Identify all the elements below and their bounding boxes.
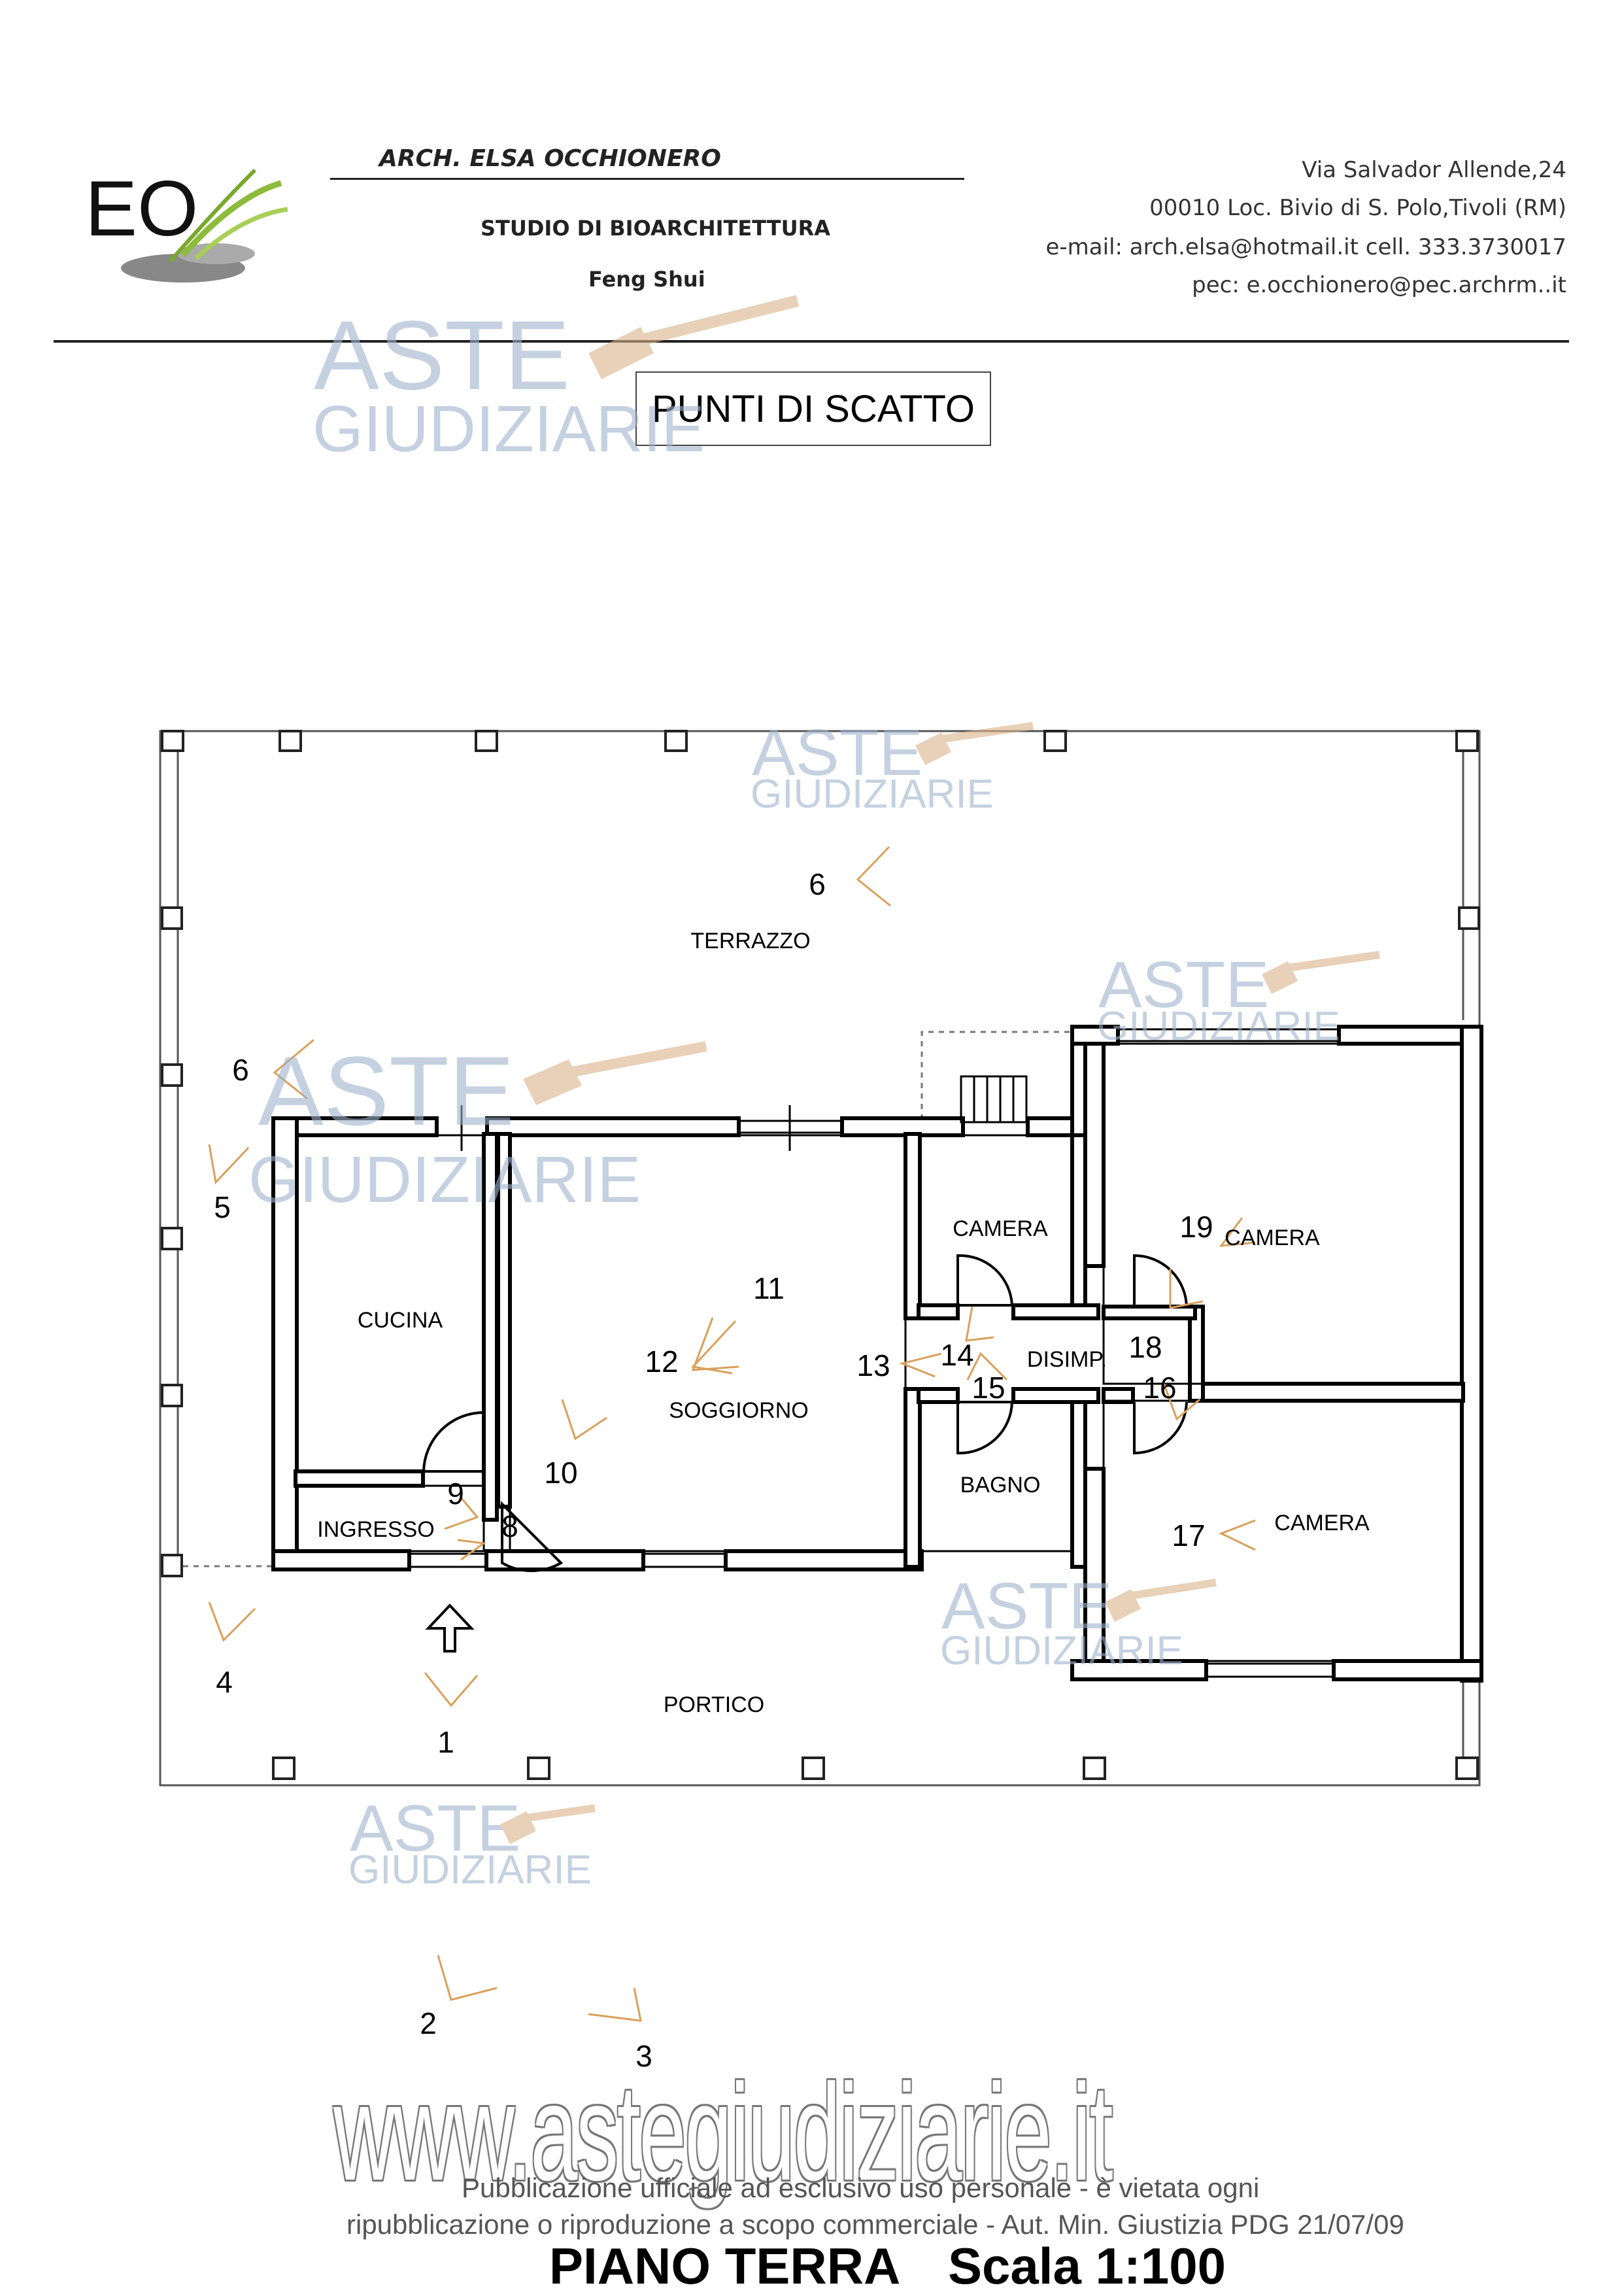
dashed-lines bbox=[183, 1031, 1072, 1568]
watermark-terrace: ASTE GIUDIZIARIE bbox=[751, 716, 1034, 817]
publication-note-1: Pubblicazione ufficiale ad esclusivo uso… bbox=[462, 2172, 1260, 2203]
page-title: PUNTI DI SCATTO bbox=[635, 371, 991, 446]
address-line-1: Via Salvador Allende,24 bbox=[1302, 157, 1566, 183]
room-label-bagno: BAGNO bbox=[960, 1473, 1041, 1498]
watermark-right: ASTE GIUDIZIARIE bbox=[1097, 948, 1380, 1049]
website-watermark: www.astegiudiziarie.it bbox=[333, 2055, 1113, 2209]
room-label-camera-17: CAMERA bbox=[1274, 1511, 1370, 1535]
shot-5: 5 bbox=[214, 1190, 231, 1224]
pec-line: pec: e.occhionero@pec.archrm..it bbox=[1192, 272, 1566, 298]
svg-text:GIUDIZIARIE: GIUDIZIARIE bbox=[1097, 1004, 1340, 1049]
svg-text:ASTE: ASTE bbox=[350, 1792, 520, 1865]
svg-text:ASTE: ASTE bbox=[258, 1036, 515, 1146]
studio-specialty: Feng Shui bbox=[588, 267, 705, 292]
room-label-camera-small: CAMERA bbox=[953, 1216, 1048, 1241]
shot-13: 13 bbox=[856, 1348, 890, 1382]
watermark-cucina: ASTE GIUDIZIARIE bbox=[248, 1036, 707, 1216]
shot-numbers: 1 2 3 4 5 6 6 8 9 10 11 12 13 14 15 16 1… bbox=[214, 867, 1213, 2073]
studio-name: STUDIO DI BIOARCHITETTURA bbox=[481, 216, 830, 241]
shot-15: 15 bbox=[972, 1371, 1005, 1405]
shot-17: 17 bbox=[1172, 1518, 1205, 1552]
shot-1: 1 bbox=[437, 1725, 454, 1759]
page-title-text: PUNTI DI SCATTO bbox=[651, 387, 975, 430]
svg-text:GIUDIZIARIE: GIUDIZIARIE bbox=[313, 392, 705, 466]
shot-19: 19 bbox=[1179, 1210, 1213, 1244]
room-label-camera-19: CAMERA bbox=[1225, 1225, 1320, 1250]
shot-8: 8 bbox=[501, 1509, 518, 1543]
shot-11: 11 bbox=[753, 1271, 785, 1305]
pillars bbox=[161, 730, 1480, 1780]
shot-4: 4 bbox=[216, 1665, 233, 1699]
entrance-arrow-icon bbox=[425, 1603, 475, 1653]
room-label-disimp: DISIMP. bbox=[1027, 1347, 1107, 1372]
svg-text:GIUDIZIARIE: GIUDIZIARIE bbox=[940, 1628, 1183, 1673]
shot-6-terrace-north: 6 bbox=[809, 867, 826, 901]
interior-lines bbox=[296, 1028, 1463, 1678]
architect-name: ARCH. ELSA OCCHIONERO bbox=[379, 145, 721, 172]
svg-text:ASTE: ASTE bbox=[314, 300, 570, 410]
shot-10: 10 bbox=[544, 1456, 577, 1490]
room-label-ingresso: INGRESSO bbox=[317, 1517, 434, 1542]
publication-note-2: ripubblicazione o riproduzione a scopo c… bbox=[346, 2209, 1404, 2240]
plan-name: PIANO TERRA bbox=[549, 2237, 901, 2295]
room-label-terrazzo: TERRAZZO bbox=[690, 929, 810, 953]
shot-18: 18 bbox=[1128, 1330, 1162, 1364]
studio-logo: EO bbox=[85, 144, 294, 294]
header-divider bbox=[54, 340, 1569, 343]
room-label-portico: PORTICO bbox=[664, 1692, 764, 1717]
svg-text:ASTE: ASTE bbox=[941, 1569, 1112, 1643]
doors bbox=[422, 1254, 1188, 1573]
watermark-header: ASTE GIUDIZIARIE bbox=[313, 295, 800, 466]
shot-9: 9 bbox=[447, 1477, 464, 1511]
shot-2: 2 bbox=[420, 2006, 437, 2040]
watermark-bagno: ASTE GIUDIZIARIE bbox=[940, 1569, 1217, 1673]
plan-scale: Scala 1:100 bbox=[948, 2237, 1226, 2295]
shot-12: 12 bbox=[645, 1345, 678, 1379]
architect-underline bbox=[330, 178, 964, 180]
shot-14: 14 bbox=[940, 1338, 973, 1372]
address-line-2: 00010 Loc. Bivio di S. Polo,Tivoli (RM) bbox=[1149, 195, 1566, 221]
svg-text:GIUDIZIARIE: GIUDIZIARIE bbox=[751, 772, 994, 817]
room-label-soggiorno: SOGGIORNO bbox=[669, 1398, 808, 1423]
room-label-cucina: CUCINA bbox=[358, 1308, 443, 1333]
logo-text: EO bbox=[85, 165, 198, 252]
room-labels: TERRAZZO CUCINA INGRESSO SOGGIORNO CAMER… bbox=[317, 929, 1370, 1717]
shot-16: 16 bbox=[1143, 1371, 1176, 1405]
watermark-bottom: ASTE GIUDIZIARIE bbox=[348, 1792, 596, 1893]
svg-text:GIUDIZIARIE: GIUDIZIARIE bbox=[348, 1847, 592, 1893]
svg-text:ASTE: ASTE bbox=[1098, 948, 1269, 1021]
svg-text:GIUDIZIARIE: GIUDIZIARIE bbox=[248, 1143, 641, 1216]
svg-text:ASTE: ASTE bbox=[752, 716, 922, 789]
camera-markers bbox=[208, 846, 1256, 2022]
shot-3: 3 bbox=[635, 2039, 652, 2073]
contact-line: e-mail: arch.elsa@hotmail.it cell. 333.3… bbox=[1045, 234, 1567, 260]
shot-6-terrace-west: 6 bbox=[232, 1053, 249, 1087]
